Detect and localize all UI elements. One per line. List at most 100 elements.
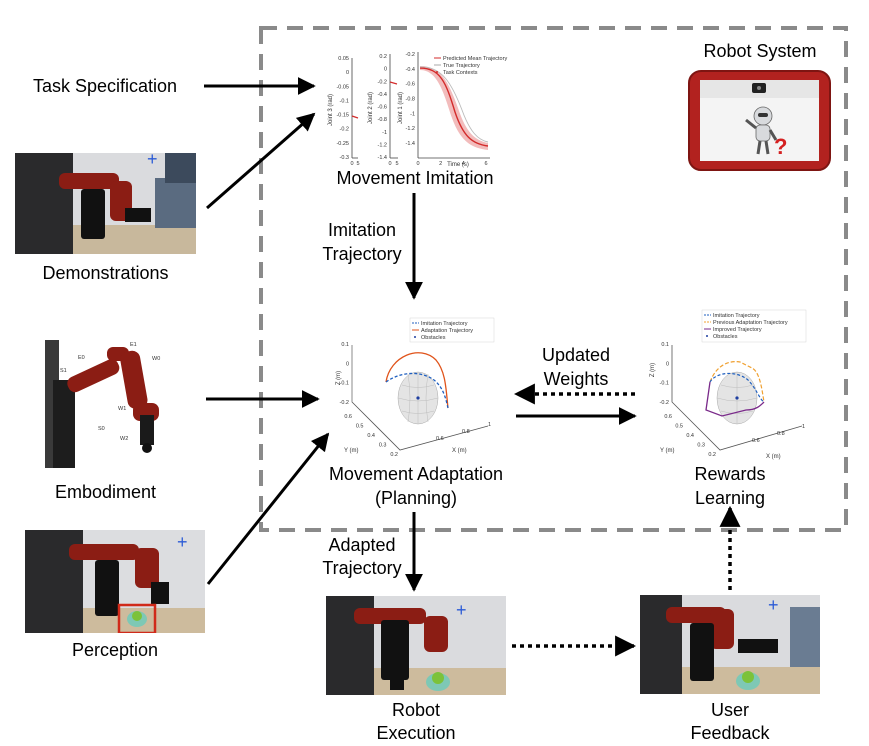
adaptation-y-tick: 0.4 [367, 433, 375, 439]
joint3-tick-label: 0 [346, 70, 349, 76]
joint2-axis-label: Joint 2 (rad) [368, 92, 374, 124]
adaptation-y-tick: 0.5 [356, 424, 364, 430]
joint2-tick-label: -1.2 [378, 142, 387, 148]
svg-text:+: + [177, 532, 188, 552]
adaptation-x-tick: 0.6 [436, 436, 444, 442]
arrow-demonstrations-to-imitation [206, 112, 316, 210]
rewards-y-tick: 0.2 [708, 452, 716, 458]
perception-label: Perception [71, 640, 159, 660]
updated-weights-label-2: Weights [543, 369, 609, 389]
adaptation-z-tick: -0.2 [340, 400, 349, 406]
adaptation-plot: 0.10-0.1-0.2 0.60.50.40.30.2 0.60.81 Z (… [336, 317, 495, 458]
joint-label-w2: W2 [120, 436, 128, 442]
movement-adaptation-label-2: (Planning) [374, 488, 458, 508]
time-axis-label: Time (s) [447, 162, 469, 168]
svg-text:+: + [147, 153, 158, 169]
joint-label-s0: S0 [98, 426, 105, 432]
robot-execution-label-2: Execution [376, 723, 456, 743]
rewards-legend-improved: Improved Trajectory [713, 327, 762, 333]
embodiment-label: Embodiment [54, 482, 157, 502]
robot-system-tablet: ? [688, 70, 831, 171]
updated-weights-label-1: Updated [541, 345, 611, 365]
perception-photo: + [25, 530, 205, 633]
joint1-tick-label: -0.2 [406, 52, 415, 58]
embodiment-joint-labels: E1 W0 E0 S1 W1 S0 W2 [60, 342, 160, 442]
embodiment-photo [45, 335, 165, 468]
rewards-plot: 0.10-0.1-0.2 0.60.50.40.30.2 0.60.81 Z (… [650, 309, 807, 460]
robot-execution-label-1: Robot [391, 700, 441, 720]
imitation-legend: Predicted Mean Trajectory True Trajector… [434, 56, 507, 76]
user-feedback-label-1: User [710, 700, 749, 720]
legend-true-trajectory: True Trajectory [443, 63, 480, 69]
joint3-tick-label: -0.15 [336, 113, 349, 119]
joint1-tick-label: -1.4 [406, 141, 415, 147]
legend-predicted-mean: Predicted Mean Trajectory [443, 56, 507, 62]
robot-execution-photo: + [326, 596, 506, 695]
adapted-trajectory-label-1: Adapted [328, 535, 396, 555]
rewards-legend-obstacles: Obstacles [713, 334, 738, 340]
adaptation-y-tick: 0.2 [390, 452, 398, 458]
movement-adaptation-label-1: Movement Adaptation [328, 464, 504, 484]
demonstrations-label: Demonstrations [42, 263, 169, 283]
imitation-trajectory-label-2: Trajectory [322, 244, 402, 264]
joint3-tick-label: -0.2 [340, 127, 349, 133]
joint1-tick-label: -1 [410, 111, 415, 117]
time-tick-label: 6 [484, 161, 487, 167]
joint1-tick-label: -1.2 [406, 126, 415, 132]
adaptation-y-tick: 0.3 [379, 443, 387, 449]
mini-time-tick-label: 0 [388, 161, 391, 167]
rewards-learning-label-1: Rewards [694, 464, 766, 484]
rewards-x-label: X (m) [766, 454, 781, 460]
flow-arrows [204, 77, 741, 657]
rewards-z-tick: 0 [666, 361, 669, 367]
joint1-tick-label: -0.6 [406, 82, 415, 88]
joint3-tick-label: -0.3 [340, 155, 349, 161]
joint2-tick-label: -1.4 [378, 155, 387, 161]
adaptation-z-tick: 0 [346, 361, 349, 367]
rewards-z-label: Z (m) [650, 363, 656, 377]
svg-text:?: ? [774, 134, 787, 159]
movement-imitation-label: Movement Imitation [336, 168, 494, 188]
legend-task-contexts: Task Contexts [443, 70, 478, 76]
adapted-trajectory-label-2: Trajectory [322, 558, 402, 578]
rewards-z-tick: 0.1 [661, 342, 669, 348]
adaptation-z-label: Z (m) [336, 371, 342, 385]
time-tick-label: 0 [416, 161, 419, 167]
joint2-tick-label: -0.2 [378, 79, 387, 85]
joint3-tick-label: -0.25 [336, 141, 349, 147]
joint-label-w1: W1 [118, 406, 126, 412]
joint-label-e1: E1 [130, 342, 137, 348]
joint1-tick-label: -0.4 [406, 67, 415, 73]
svg-text:+: + [456, 600, 467, 620]
rewards-learning-label-2: Learning [694, 488, 766, 508]
adaptation-x-tick: 1 [488, 422, 491, 428]
joint3-tick-label: 0.05 [338, 56, 349, 62]
svg-text:+: + [768, 595, 779, 615]
time-tick-label: 4 [462, 161, 465, 167]
rewards-x-tick: 0.6 [752, 438, 760, 444]
user-feedback-label-2: Feedback [690, 723, 770, 743]
adaptation-legend: Imitation Trajectory Adaptation Trajecto… [409, 317, 495, 343]
adaptation-legend-obstacles: Obstacles [421, 335, 446, 341]
adaptation-z-tick: -0.1 [340, 381, 349, 387]
time-tick-label: 2 [439, 161, 442, 167]
adaptation-y-tick: 0.6 [344, 414, 352, 420]
robot-system-boundary [259, 26, 848, 532]
task-specification-label: Task Specification [32, 76, 178, 96]
joint2-tick-label: 0 [384, 67, 387, 73]
user-feedback-photo: + [640, 595, 820, 694]
adaptation-legend-adaptation: Adaptation Trajectory [421, 328, 473, 334]
joint2-tick-label: -0.4 [378, 92, 387, 98]
rewards-z-tick: -0.1 [660, 381, 669, 387]
rewards-y-tick: 0.6 [664, 414, 672, 420]
rewards-z-tick: -0.2 [660, 400, 669, 406]
rewards-legend-imitation: Imitation Trajectory [713, 313, 760, 319]
adaptation-x-label: X (m) [452, 448, 467, 454]
rewards-x-tick: 0.8 [777, 431, 785, 437]
joint1-tick-label: -0.8 [406, 97, 415, 103]
demonstrations-photo: + [15, 153, 196, 254]
rewards-y-tick: 0.3 [697, 443, 705, 449]
